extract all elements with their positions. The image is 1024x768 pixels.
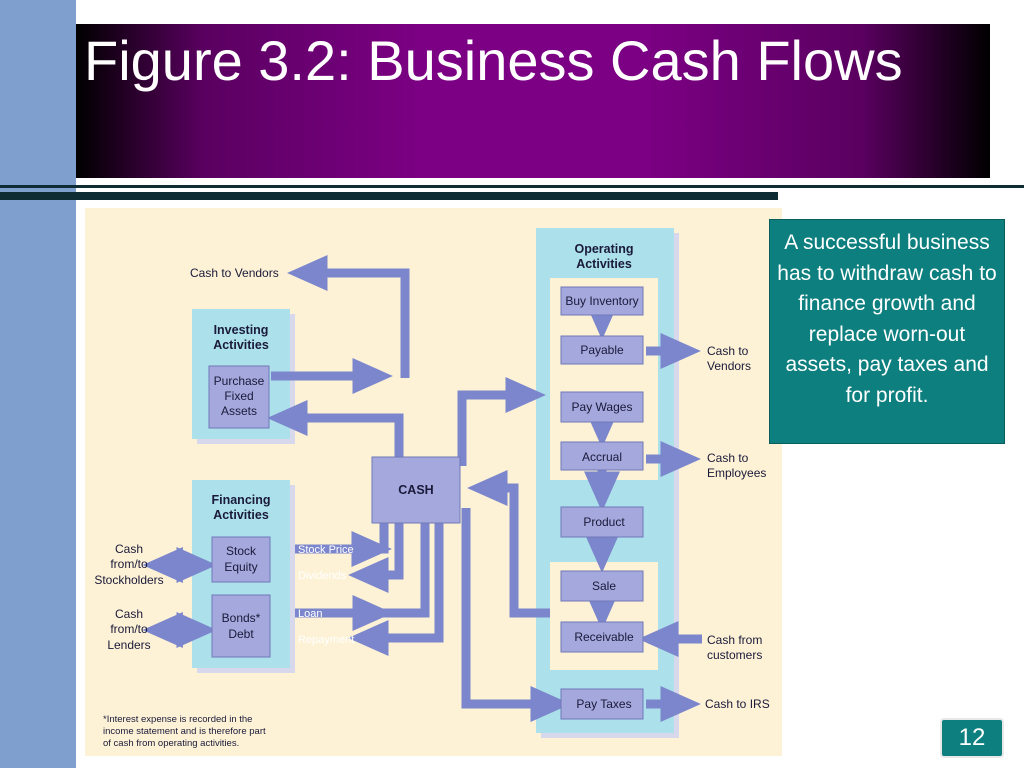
vendors-line-1: Cash to: [707, 344, 749, 358]
arrow-repayment: [348, 521, 444, 656]
callout-note: A successful business has to withdraw ca…: [769, 219, 1005, 444]
bonds-debt-box: [211, 594, 271, 658]
stock-line-2: Equity: [224, 560, 257, 574]
cash-label: CASH: [398, 483, 433, 497]
arrow-dividends: [348, 521, 404, 593]
pay-wages-label: Pay Wages: [572, 400, 633, 414]
buy-inventory-box: [560, 286, 644, 316]
financing-title-line-2: Activities: [213, 508, 269, 522]
dividends-label: Dividends: [298, 570, 347, 582]
purchase-line-2: Fixed: [224, 389, 253, 403]
investing-title-line-1: Investing: [214, 323, 269, 337]
irs-label: Cash to IRS: [705, 697, 770, 711]
stockholders-line-2: from/to: [110, 557, 148, 571]
slide-title: Figure 3.2: Business Cash Flows: [84, 29, 903, 92]
arrow-receivable-to-cash: [467, 470, 550, 618]
product-box: [560, 506, 644, 538]
arrow-cash-to-investing: [267, 400, 404, 458]
bonds-line-2: Debt: [228, 627, 254, 641]
operating-title-line-1: Operating: [574, 242, 633, 256]
cash-flow-diagram: Investing Activities Financing Activitie…: [85, 208, 782, 756]
stock-price-label: Stock Price: [298, 544, 354, 556]
lenders-line-1: Cash: [115, 607, 143, 621]
divider-thick: [0, 192, 778, 200]
purchase-fixed-assets-box: [208, 365, 270, 429]
arrow-to-vendors-top: [287, 255, 410, 378]
stock-equity-box: [211, 536, 271, 583]
purchase-line-3: Assets: [221, 404, 257, 418]
vendors-line-2: Vendors: [707, 359, 751, 373]
sale-label: Sale: [592, 579, 616, 593]
pay-taxes-box: [560, 688, 644, 720]
repayment-label: Repayment: [298, 634, 354, 646]
pay-taxes-label: Pay Taxes: [576, 697, 631, 711]
cash-to-vendors-top-label: Cash to Vendors: [190, 266, 279, 280]
bonds-line-1: Bonds*: [222, 611, 261, 625]
receivable-box: [560, 621, 644, 653]
investing-title-line-2: Activities: [213, 338, 269, 352]
stockholders-line-3: Stockholders: [94, 573, 163, 587]
receivable-label: Receivable: [574, 630, 634, 644]
page-number-badge: 12: [940, 718, 1004, 758]
operating-title-line-2: Activities: [576, 257, 632, 271]
title-banner: [76, 24, 990, 178]
payable-label: Payable: [580, 343, 624, 357]
buy-inventory-label: Buy Inventory: [565, 294, 638, 308]
payable-box: [560, 335, 644, 365]
employees-line-1: Cash to: [707, 451, 749, 465]
pay-wages-box: [560, 391, 644, 423]
stock-line-1: Stock: [226, 544, 257, 558]
arrow-cash-to-taxes: [461, 508, 571, 722]
arrow-stock-price-from-cash: [369, 521, 389, 554]
cash-box: [371, 456, 461, 524]
stockholders-line-1: Cash: [115, 542, 143, 556]
lenders-line-3: Lenders: [107, 638, 150, 652]
product-label: Product: [583, 515, 625, 529]
left-accent-bar: [0, 0, 76, 768]
accrual-label: Accrual: [582, 450, 622, 464]
footnote-line-1: *Interest expense is recorded in the: [103, 714, 252, 725]
footnote-line-2: income statement and is therefore part: [103, 726, 266, 737]
customers-line-1: Cash from: [707, 633, 762, 647]
sale-box: [560, 570, 644, 602]
purchase-line-1: Purchase: [214, 374, 265, 388]
accrual-box: [560, 441, 644, 471]
financing-title-line-1: Financing: [211, 493, 270, 507]
loan-label: Loan: [298, 608, 322, 620]
customers-line-2: customers: [707, 648, 762, 662]
divider-thin: [0, 185, 1024, 188]
footnote-line-3: of cash from operating activities.: [103, 738, 239, 749]
employees-line-2: Employees: [707, 466, 766, 480]
lenders-line-2: from/to: [110, 622, 148, 636]
arrow-cash-to-operating: [457, 377, 546, 466]
